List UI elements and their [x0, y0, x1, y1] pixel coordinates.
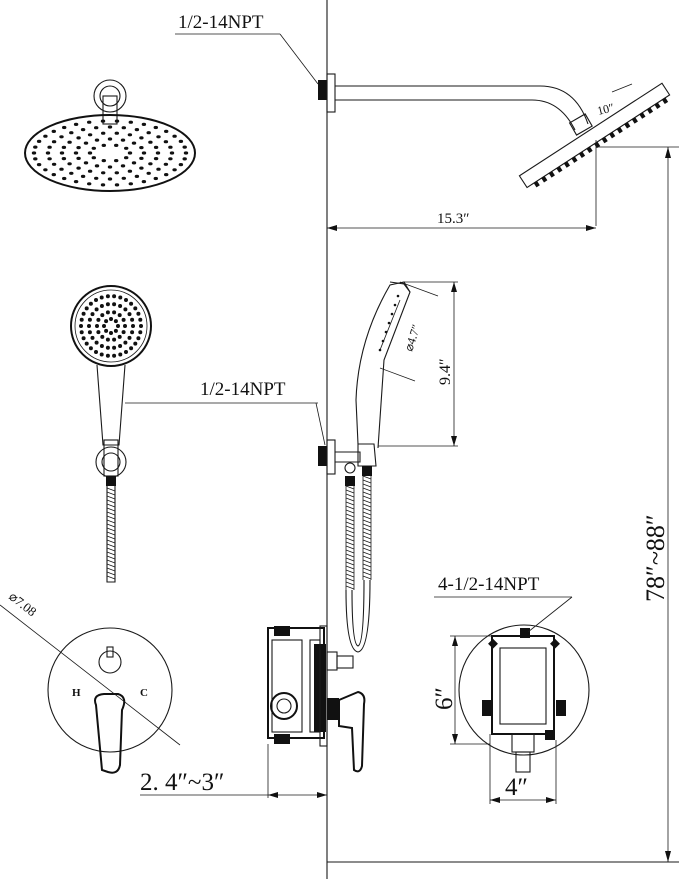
- arm-flange: [318, 80, 327, 100]
- rain-head-nozzles: [31, 119, 189, 187]
- valve-width-dimension: [490, 797, 556, 803]
- npt-shower-arm-label: 1/2-14NPT: [178, 12, 264, 33]
- shower-arm-side-view: [318, 73, 671, 226]
- hot-label: H: [72, 687, 81, 699]
- rain-head-side: [518, 82, 671, 189]
- valve-height-label: 6″: [431, 687, 458, 710]
- hand-shower-front-view: [70, 285, 152, 583]
- wall-depth-dimension: [140, 792, 327, 798]
- hand-diameter-label: ⌀4.7″: [402, 323, 424, 353]
- npt-valve-label: 4-1/2-14NPT: [438, 574, 540, 595]
- arm-reach-dimension: [327, 225, 596, 231]
- hand-shower-nozzles: [79, 294, 143, 358]
- npt-hand-shower-label: 1/2-14NPT: [200, 379, 286, 400]
- hand-length-label: 9.4″: [437, 358, 454, 385]
- rain-head-front-view: [24, 79, 196, 192]
- hand-length-dimension: [451, 282, 457, 446]
- npt-hand-leader: [315, 402, 326, 446]
- height-dimension: [665, 147, 671, 862]
- hand-shower-side-view: [318, 281, 411, 653]
- npt-top-leader: [279, 33, 319, 85]
- trim-diameter-label: ⌀7.08: [6, 589, 39, 620]
- rain-head-diameter-label: 10″: [596, 100, 616, 118]
- trim-diameter-leader: [0, 604, 181, 746]
- cold-label: C: [140, 687, 148, 699]
- arm-wall-plate: [326, 73, 336, 113]
- trim-plate-front-view: H C: [47, 627, 173, 774]
- arm-reach-label: 15.3″: [437, 211, 470, 227]
- height-range-label: 78″~88″: [641, 514, 670, 602]
- valve-body-side-view: [267, 625, 366, 773]
- wall-depth-label: 2. 4″~3″: [140, 769, 224, 796]
- hand-diameter-leader: [399, 281, 439, 297]
- valve-height-dimension: [452, 636, 458, 744]
- valve-width-label: 4″: [505, 774, 528, 801]
- valve-front-view: [458, 624, 590, 773]
- npt-valve-leader: [527, 596, 573, 633]
